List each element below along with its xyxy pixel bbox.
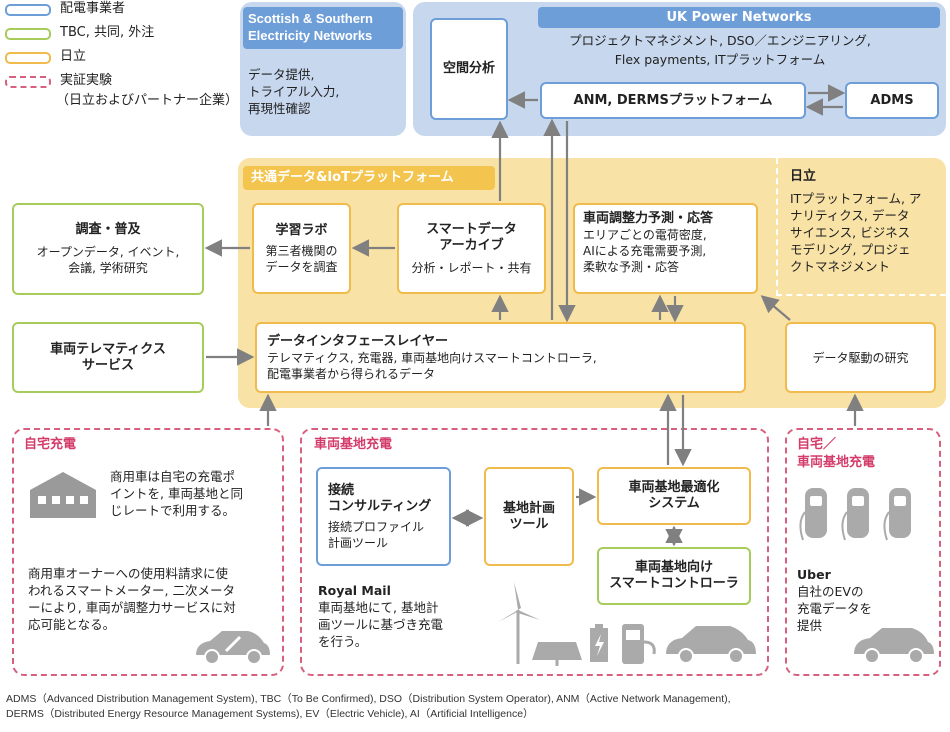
sse-roles: データ提供,トライアル入力,再現性確認 [248,67,340,116]
home-charging-text: 商用車は自宅の充電ポイントを, 車両基地と同じレートで利用する。 [110,469,243,518]
footnote: ADMS（Advanced Distribution Management Sy… [6,693,731,720]
hitachi-roles: ITプラットフォーム, アナリティクス, データサイエンス, ビジネスモデリング… [790,191,922,274]
data-interface-layer-box: データインタフェースレイヤーテレマティクス, 充電器, 車両基地向けスマートコン… [255,322,746,393]
hitachi-area [776,158,946,296]
platform-title: 共通データ&IoTプラットフォーム [243,166,495,190]
legend-label: 配電事業者 [60,1,126,16]
uber-ev-car-icon [854,628,934,664]
ev-car-icon [666,626,756,664]
solar-panel-icon [532,642,582,666]
vehicle-telematics-box: 車両テレマティクスサービス [12,322,204,393]
spatial-analysis-box: 空間分析 [430,18,508,120]
house-icon [30,472,96,518]
adms-box: ADMS [845,82,939,119]
legend-label: 日立 [60,49,87,64]
data-driven-research-box: データ駆動の研究 [785,322,936,393]
anm-derms-box: ANM, DERMSプラットフォーム [540,82,806,119]
connection-consulting-box: 接続コンサルティング接続プロファイル計画ツール [316,467,451,566]
learning-lab-box: 学習ラボ第三者機関のデータを調査 [252,203,351,294]
depot-planning-tool-box: 基地計画ツール [484,467,574,566]
legend-swatch-dso [5,4,51,16]
charger-icon [622,624,656,664]
energy-icons [498,582,756,666]
legend-sublabel: （日立およびパートナー企業） [56,93,239,108]
fleet-flex-forecast-box: 車両調整力予測・応答エリアごとの電荷密度,AIによる充電需要予測,柔軟な予測・応… [573,203,758,294]
legend-swatch-trial [5,76,51,88]
home-charging-title: 自宅充電 [24,437,77,452]
home-meter-text: 商用車オーナーへの使用料請求に使われるスマートメーター, 二次メーターにより, … [28,566,236,632]
depot-smart-controller-box: 車両基地向けスマートコントローラ [597,547,751,605]
hitachi-title: 日立 [790,169,817,184]
ukpn-roles: プロジェクトマネジメント, DSO／エンジニアリング,Flex payments… [569,33,871,67]
legend-swatch-hitachi [5,52,51,64]
legend-label: TBC, 共同, 外注 [60,25,155,40]
ev-maintenance-car-icon [196,631,270,665]
legend-label: 実証実験 [60,73,113,88]
smart-data-archive-box: スマートデータアーカイブ分析・レポート・共有 [397,203,546,294]
survey-dissemination-box: 調査・普及オープンデータ, イベント,会議, 学術研究 [12,203,204,295]
battery-icon [590,624,608,662]
charging-stations-icon [799,488,911,541]
home-depot-charging-title: 自宅／車両基地充電 [797,437,876,470]
depot-charging-title: 車両基地充電 [314,437,393,452]
depot-optimization-system-box: 車両基地最適化システム [597,467,751,525]
legend-swatch-tbc [5,28,51,40]
wind-turbine-icon [498,582,540,664]
ukpn-title: UK Power Networks [538,7,940,28]
